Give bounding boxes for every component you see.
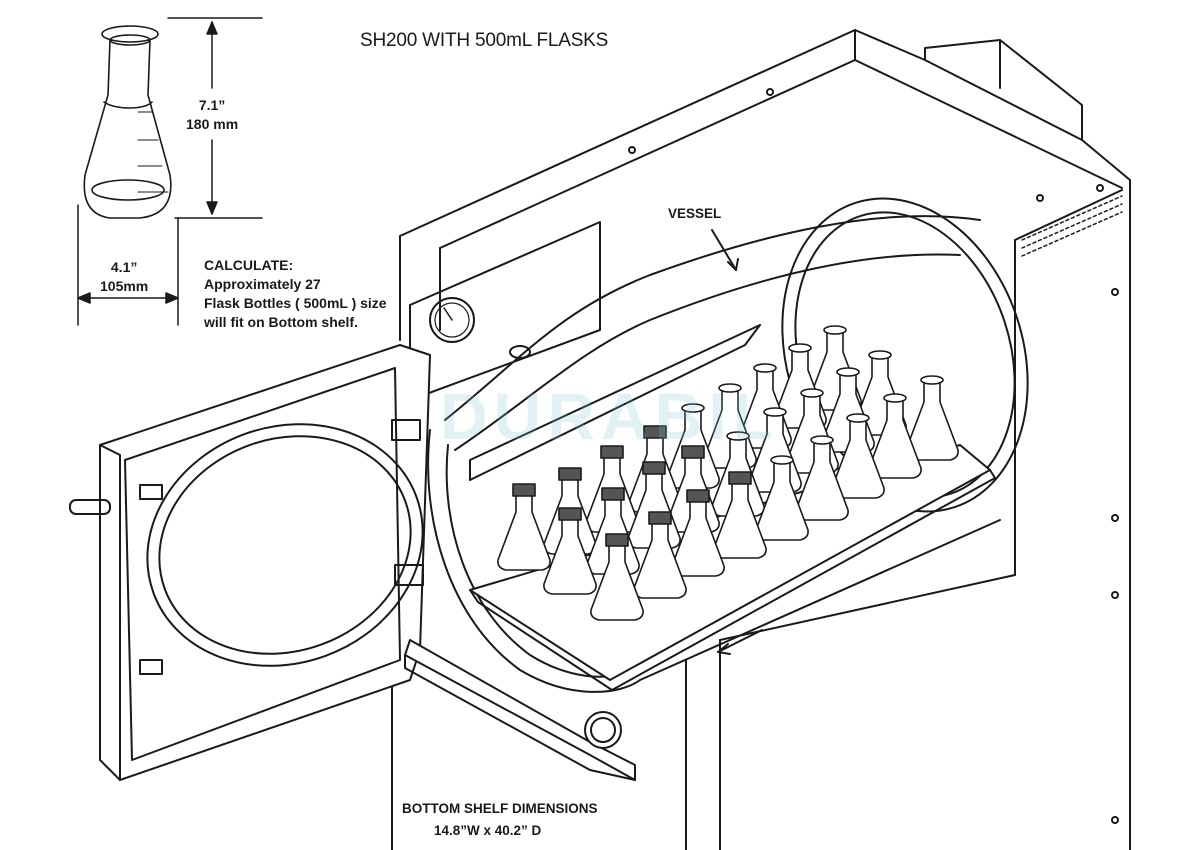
door-gasket bbox=[146, 423, 424, 667]
width-dimension bbox=[77, 204, 179, 326]
calculation-note: CALCULATE: Approximately 27 Flask Bottle… bbox=[204, 256, 387, 332]
autoclave-door bbox=[69, 344, 431, 781]
calculation-line: Flask Bottles ( 500mL ) size bbox=[204, 295, 387, 311]
vessel-chamber bbox=[427, 197, 1029, 693]
flask-width-label: 4.1” 105mm bbox=[100, 258, 148, 296]
flask-width-inches: 4.1” bbox=[110, 259, 138, 275]
diagram-title: SH200 WITH 500mL FLASKS bbox=[360, 30, 609, 51]
flask-height-label: 7.1” 180 mm bbox=[186, 96, 238, 134]
vessel-label: VESSEL bbox=[668, 206, 722, 221]
bottom-shelf-dimensions: BOTTOM SHELF DIMENSIONS 14.8”W x 40.2” D bbox=[402, 798, 598, 842]
control-panel bbox=[409, 221, 601, 401]
calculation-heading: CALCULATE: bbox=[204, 257, 294, 273]
autoclave-cabinet bbox=[391, 29, 1131, 850]
slide-arrow bbox=[717, 629, 763, 655]
bottom-shelf-value: 14.8”W x 40.2” D bbox=[434, 823, 542, 838]
flask-width-mm: 105mm bbox=[100, 278, 149, 294]
pressure-gauge-icon bbox=[429, 297, 475, 343]
flask-height-mm: 180 mm bbox=[186, 116, 239, 132]
flask-height-inches: 7.1” bbox=[198, 97, 226, 113]
calculation-line: Approximately 27 bbox=[204, 276, 321, 292]
door-handle-icon bbox=[69, 499, 111, 515]
flask-grid bbox=[497, 325, 959, 621]
calculation-line: will fit on Bottom shelf. bbox=[204, 314, 358, 330]
vessel-arrow bbox=[711, 229, 739, 271]
reference-flask-icon bbox=[83, 25, 172, 219]
bottom-shelf bbox=[469, 444, 996, 691]
bottom-shelf-heading: BOTTOM SHELF DIMENSIONS bbox=[402, 801, 598, 816]
height-dimension bbox=[167, 17, 263, 219]
watermark-text: DURABIL bbox=[440, 379, 779, 453]
front-rail bbox=[404, 639, 636, 781]
